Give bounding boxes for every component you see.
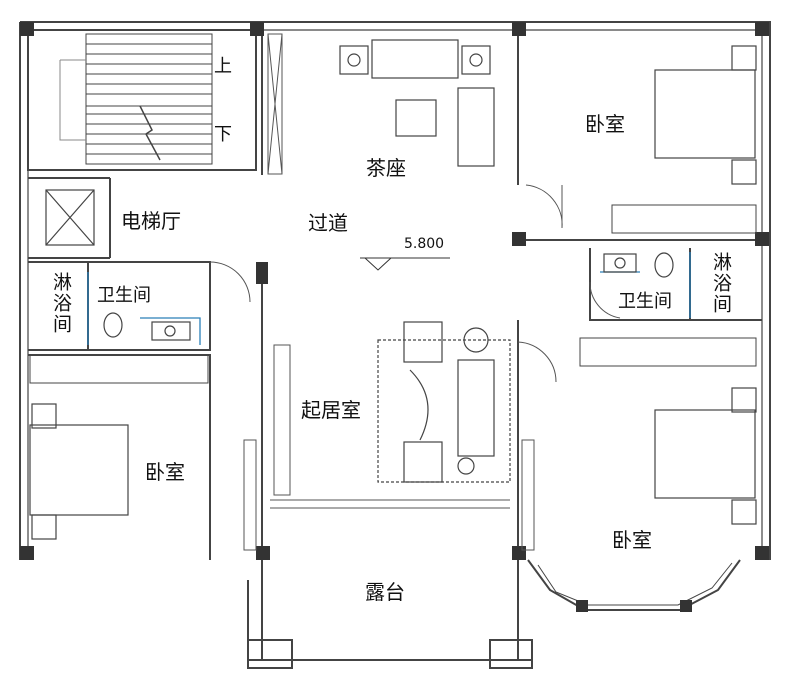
label-living-room: 起居室 <box>301 398 361 422</box>
label-corridor: 过道 <box>308 211 348 235</box>
label-bedroom-se: 卧室 <box>612 528 652 552</box>
label-shower-right: 淋浴间 <box>709 252 732 315</box>
label-stairs-down: 下 <box>214 124 232 145</box>
label-bath-right: 卫生间 <box>618 291 672 312</box>
label-elevator-hall: 电梯厅 <box>121 209 181 233</box>
label-terrace: 露台 <box>365 580 405 604</box>
label-bedroom-ne: 卧室 <box>585 112 625 136</box>
outer-wall <box>19 21 771 560</box>
label-shower-left: 淋浴间 <box>49 272 72 335</box>
bed-ne <box>654 69 756 159</box>
elevation-mark: 5.800 <box>404 236 445 252</box>
label-bedroom-sw: 卧室 <box>145 460 185 484</box>
label-stairs-up: 上 <box>214 56 232 77</box>
bed-se <box>654 409 756 499</box>
bay-window <box>527 559 741 611</box>
bed-sw <box>29 424 129 516</box>
stair-room <box>27 29 257 171</box>
label-bath-left: 卫生间 <box>97 285 151 306</box>
label-tea-seating: 茶座 <box>366 156 406 180</box>
